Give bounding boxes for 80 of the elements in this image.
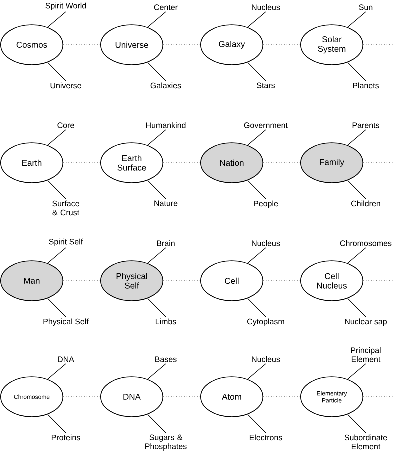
dotted-connector: [263, 162, 301, 164]
leader-line: [148, 414, 166, 434]
leader-line: [148, 298, 166, 318]
leader-line: [348, 62, 366, 82]
leader-line: [148, 130, 166, 146]
leader-line: [148, 248, 166, 264]
part-label: Core: [58, 122, 74, 128]
leader-line: [248, 414, 266, 434]
leader-line: [248, 62, 266, 82]
leader-line: [148, 12, 166, 28]
leader-line: [348, 298, 366, 318]
dotted-connector: [263, 280, 301, 282]
part-label: Spirit World: [46, 2, 86, 10]
leader-line: [148, 180, 166, 200]
part-label: Nucleus: [252, 240, 280, 246]
part-label: Humankind: [146, 122, 186, 128]
dotted-connector: [63, 280, 101, 282]
part-label: Sugars & Phosphates: [146, 434, 187, 451]
leader-line: [48, 248, 66, 264]
part-label: Brain: [157, 240, 175, 246]
dotted-connector: [63, 44, 101, 46]
part-label: Limbs: [156, 318, 176, 325]
dotted-connector: [363, 44, 394, 46]
part-label: Stars: [257, 82, 276, 88]
leader-line: [248, 364, 266, 380]
leader-line: [48, 130, 66, 146]
leader-line: [148, 62, 166, 82]
leader-line: [48, 414, 66, 434]
leader-line: [48, 364, 66, 380]
part-label: Electrons: [250, 434, 282, 441]
part-label: Principal Element: [351, 347, 381, 362]
dotted-connector: [363, 280, 394, 282]
dotted-connector: [363, 396, 394, 398]
dotted-connector: [63, 396, 101, 398]
part-label: Universe: [50, 82, 82, 89]
part-label: Sun: [359, 4, 373, 10]
part-label: Children: [352, 200, 380, 207]
dotted-connector: [163, 396, 201, 398]
part-label: Nature: [154, 200, 178, 206]
part-label: Bases: [156, 356, 177, 362]
part-label: Surface & Crust: [52, 200, 80, 216]
part-label: Proteins: [52, 434, 80, 441]
dotted-connector: [363, 162, 394, 164]
part-label: Spirit Self: [49, 238, 84, 246]
leader-line: [48, 298, 66, 318]
part-label: DNA: [58, 356, 74, 362]
leader-line: [248, 180, 266, 200]
leader-line: [248, 12, 266, 28]
dotted-connector: [163, 44, 201, 46]
dotted-connector: [263, 44, 301, 46]
part-label: Center: [154, 4, 178, 10]
leader-line: [248, 298, 266, 318]
leader-line: [48, 180, 66, 200]
leader-line: [48, 62, 66, 82]
part-label: Planets: [353, 82, 380, 89]
leader-line: [248, 248, 266, 264]
leader-line: [348, 180, 366, 200]
leader-line: [348, 12, 366, 28]
leader-line: [348, 130, 366, 146]
part-label: Physical Self: [44, 318, 89, 326]
leader-line: [248, 130, 266, 146]
part-label: Chromosomes: [340, 240, 392, 246]
dotted-connector: [163, 162, 201, 164]
part-label: Government: [244, 122, 288, 128]
part-label: Subordinate Element: [344, 434, 388, 450]
dotted-connector: [63, 162, 101, 164]
leader-line: [148, 364, 166, 380]
part-label: Nucleus: [252, 4, 280, 10]
part-label: Nucleus: [252, 356, 280, 362]
part-label: Galaxies: [150, 82, 182, 89]
dotted-connector: [163, 280, 201, 282]
part-label: People: [254, 200, 278, 208]
part-label: Parents: [352, 122, 380, 128]
part-label: Cytoplasm: [248, 318, 284, 326]
leader-line: [348, 248, 366, 264]
leader-line: [348, 364, 366, 380]
leader-line: [48, 12, 66, 28]
dotted-connector: [263, 396, 301, 398]
leader-line: [348, 414, 366, 434]
part-label: Nuclear sap: [345, 318, 387, 326]
